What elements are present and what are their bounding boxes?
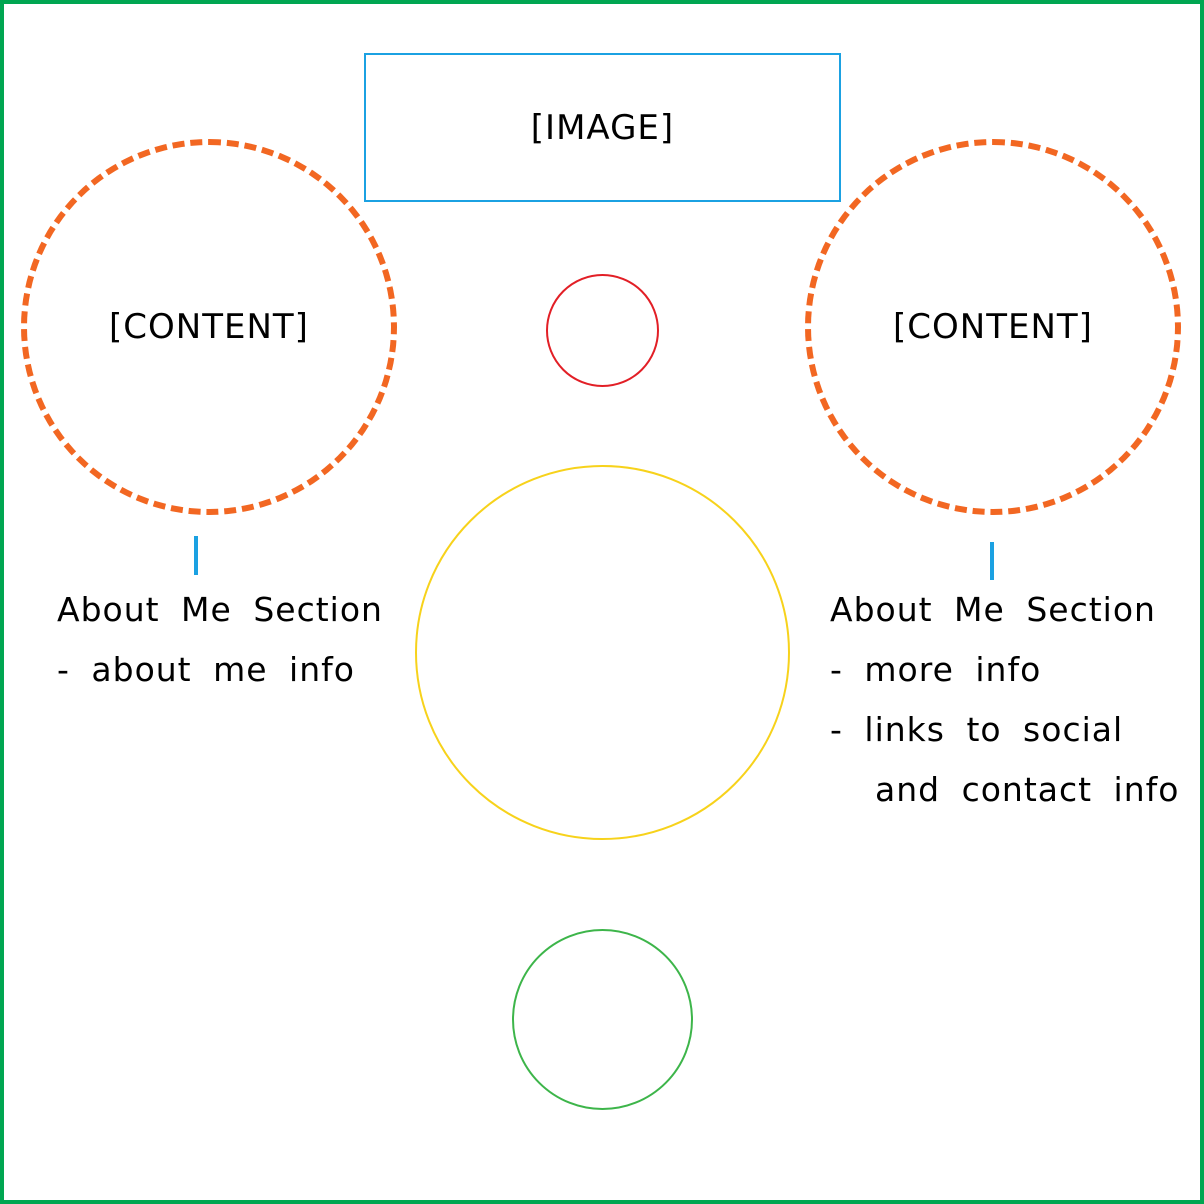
image-placeholder-label: [IMAGE] <box>530 107 675 148</box>
right-section-item: - more info <box>830 650 1042 689</box>
right-about-me-text: About Me Section - more info - links to … <box>830 580 1179 820</box>
left-about-me-text: About Me Section - about me info <box>57 580 383 700</box>
left-section-title: About Me Section <box>57 590 383 629</box>
small-red-circle <box>546 274 659 387</box>
right-section-title: About Me Section <box>830 590 1156 629</box>
right-section-item: - links to social <box>830 710 1124 749</box>
bottom-green-circle <box>512 929 693 1110</box>
image-placeholder: [IMAGE] <box>364 53 841 202</box>
right-content-label: [CONTENT] <box>893 307 1093 347</box>
right-connector-line <box>990 542 994 580</box>
left-connector-line <box>194 536 198 575</box>
left-content-label: [CONTENT] <box>109 307 309 347</box>
right-content-circle: [CONTENT] <box>805 139 1181 515</box>
left-section-item: - about me info <box>57 650 355 689</box>
left-content-circle: [CONTENT] <box>21 139 397 515</box>
right-section-item-continued: and contact info <box>875 770 1180 809</box>
large-yellow-circle <box>415 465 790 840</box>
